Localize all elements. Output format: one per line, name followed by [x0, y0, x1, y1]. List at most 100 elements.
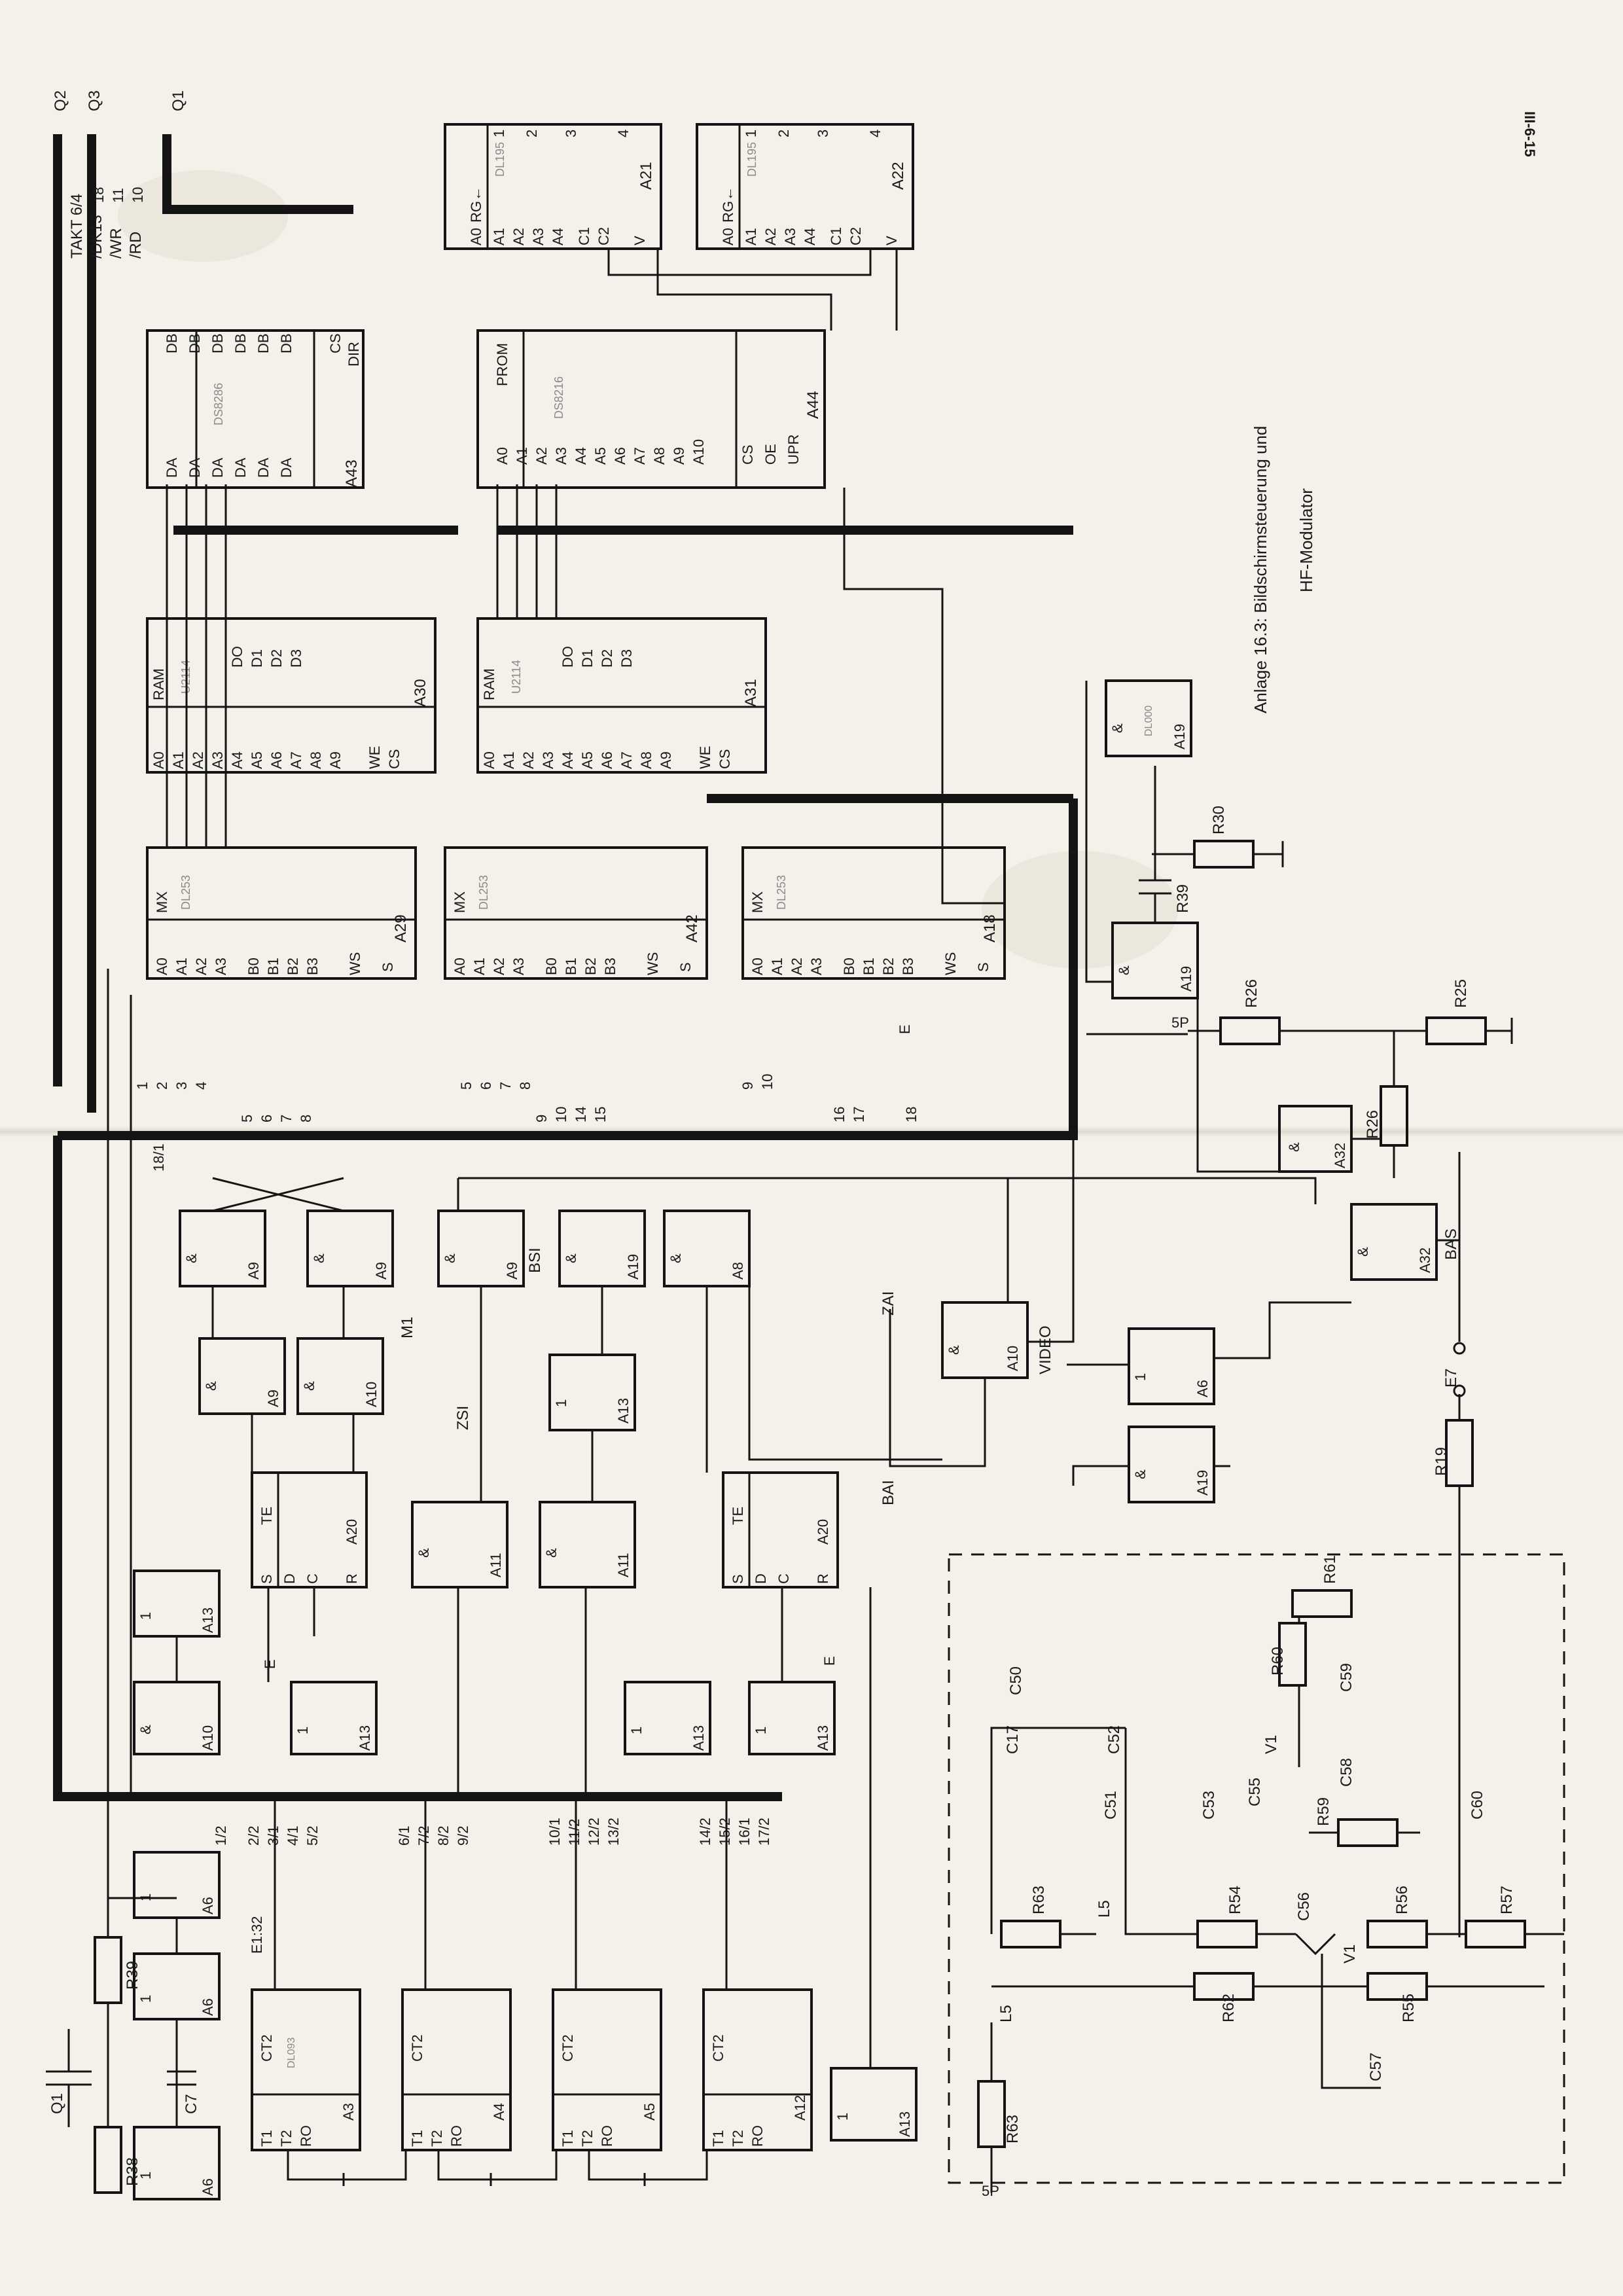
svg-text:A10: A10 — [363, 1382, 380, 1407]
counter-a4: T1 T2 RO CT2 A4 — [401, 1988, 512, 2151]
svg-text:1/2: 1/2 — [213, 1825, 229, 1846]
svg-text:9: 9 — [533, 1115, 550, 1122]
svg-text:S: S — [730, 1574, 746, 1584]
svg-text:RAM: RAM — [151, 668, 167, 700]
label-takt: TAKT 6/4 — [68, 194, 86, 259]
svg-text:R30: R30 — [1210, 806, 1228, 834]
svg-text:CT2: CT2 — [409, 2034, 425, 2062]
svg-text:DL195: DL195 — [745, 142, 758, 177]
svg-text:V1: V1 — [1262, 1735, 1280, 1754]
wiring — [107, 249, 1459, 2186]
svg-text:DB: DB — [278, 333, 294, 353]
svg-text:B0: B0 — [543, 958, 560, 975]
svg-text:A2: A2 — [533, 447, 550, 465]
svg-text:A9: A9 — [373, 1262, 389, 1280]
svg-text:A10: A10 — [1005, 1346, 1021, 1371]
svg-text:&: & — [563, 1253, 579, 1263]
svg-text:A2: A2 — [193, 958, 209, 975]
ic-a42: A0 A1 A2 A3 B0 B1 B2 B3 WS S MX A42 DL25… — [444, 846, 708, 980]
svg-text:A3: A3 — [553, 447, 569, 465]
a29-ref: A29 — [392, 914, 410, 942]
svg-text:MX: MX — [154, 891, 170, 913]
svg-text:DA: DA — [187, 457, 203, 478]
svg-text:DB: DB — [209, 333, 226, 353]
svg-text:DO: DO — [560, 646, 576, 668]
svg-text:D2: D2 — [268, 649, 285, 668]
svg-text:7/2: 7/2 — [416, 1825, 432, 1846]
svg-text:V1: V1 — [1341, 1945, 1359, 1964]
svg-text:R63: R63 — [1030, 1886, 1048, 1914]
svg-text:A20: A20 — [344, 1519, 360, 1545]
svg-text:R57: R57 — [1498, 1886, 1516, 1914]
svg-text:&: & — [1355, 1247, 1371, 1257]
svg-text:A2: A2 — [190, 751, 206, 769]
gate-a19-center: & A19 — [558, 1210, 646, 1287]
svg-text:DIR: DIR — [346, 342, 362, 367]
svg-text:TE: TE — [730, 1507, 746, 1525]
svg-text:DB: DB — [232, 333, 249, 353]
gate-a6-bottom: 1 A6 — [133, 2126, 221, 2200]
svg-text:DL253: DL253 — [179, 875, 192, 910]
a21-ref: A21 — [637, 162, 655, 190]
svg-text:A5: A5 — [249, 751, 265, 769]
svg-text:A6: A6 — [268, 751, 285, 769]
svg-text:A13: A13 — [200, 1607, 216, 1633]
svg-text:DA: DA — [232, 457, 249, 478]
svg-text:T2: T2 — [278, 2130, 294, 2147]
svg-text:A13: A13 — [690, 1725, 707, 1751]
svg-text:10: 10 — [553, 1107, 569, 1122]
hf-components: R61 R60 C59 V1 C58 C55 R59 C60 C53 C51 C… — [977, 1555, 1564, 2193]
svg-text:18/1: 18/1 — [151, 1143, 167, 1172]
svg-text:R39: R39 — [1174, 884, 1192, 913]
svg-text:A2: A2 — [491, 958, 507, 975]
label-wr: /WR — [107, 228, 125, 259]
svg-text:A3: A3 — [510, 958, 527, 975]
svg-text:1: 1 — [628, 1727, 645, 1734]
gate-a19-mid: & A19 — [1111, 922, 1199, 999]
svg-text:A4: A4 — [573, 447, 589, 465]
svg-text:E7: E7 — [1442, 1369, 1460, 1388]
bus-number-labels: 1 2 3 4 5 6 7 8 5 6 7 8 9 10 14 15 9 10 … — [134, 1074, 919, 1122]
svg-text:R59: R59 — [1315, 1797, 1332, 1826]
svg-text:&: & — [301, 1381, 317, 1391]
svg-text:6/1: 6/1 — [396, 1825, 412, 1846]
svg-text:2: 2 — [776, 130, 792, 137]
svg-text:DO: DO — [229, 646, 245, 668]
svg-text:R19: R19 — [1433, 1447, 1450, 1476]
a31-ref: A31 — [742, 679, 760, 707]
svg-text:A0: A0 — [481, 751, 497, 769]
svg-text:1: 1 — [137, 1995, 154, 2003]
svg-text:14: 14 — [573, 1107, 589, 1122]
svg-text:D1: D1 — [579, 649, 596, 668]
bus-right — [58, 526, 1078, 1140]
a43-ref: A43 — [343, 459, 361, 488]
svg-text:9/2: 9/2 — [455, 1825, 471, 1846]
svg-text:A8: A8 — [638, 751, 654, 769]
svg-text:D3: D3 — [618, 649, 635, 668]
svg-text:DB: DB — [255, 333, 272, 353]
svg-text:R26: R26 — [1243, 979, 1260, 1008]
svg-text:A2: A2 — [789, 958, 805, 975]
svg-text:&: & — [946, 1345, 962, 1355]
svg-text:S: S — [975, 962, 991, 972]
paper-stain — [118, 170, 288, 262]
svg-text:C60: C60 — [1469, 1791, 1486, 1820]
gate-a9-bsi: & A9 BSI — [437, 1210, 544, 1287]
svg-text:&: & — [203, 1381, 219, 1391]
svg-text:WE: WE — [697, 746, 713, 769]
svg-text:R: R — [344, 1573, 360, 1584]
svg-text:A4: A4 — [491, 2103, 507, 2121]
svg-text:2: 2 — [154, 1082, 170, 1090]
svg-text:B3: B3 — [900, 958, 916, 975]
svg-text:&: & — [137, 1725, 154, 1734]
label-dk13: /DK13 — [88, 215, 105, 259]
svg-text:R26: R26 — [1364, 1110, 1382, 1139]
svg-text:B2: B2 — [582, 958, 599, 975]
ic-a18: A0 A1 A2 A3 B0 B1 B2 B3 WS S MX A18 DL25… — [741, 846, 1006, 980]
svg-text:R39: R39 — [124, 1961, 141, 1990]
svg-text:A3: A3 — [540, 751, 556, 769]
ic-a44: A0 A1 A2 A3 A4 A5 A6 A7 A8 A9 A10 CS OE … — [476, 329, 826, 489]
svg-text:CS: CS — [740, 444, 756, 465]
svg-text:C56: C56 — [1295, 1892, 1313, 1921]
gate-a6-mid: 1 A6 — [1128, 1327, 1215, 1405]
